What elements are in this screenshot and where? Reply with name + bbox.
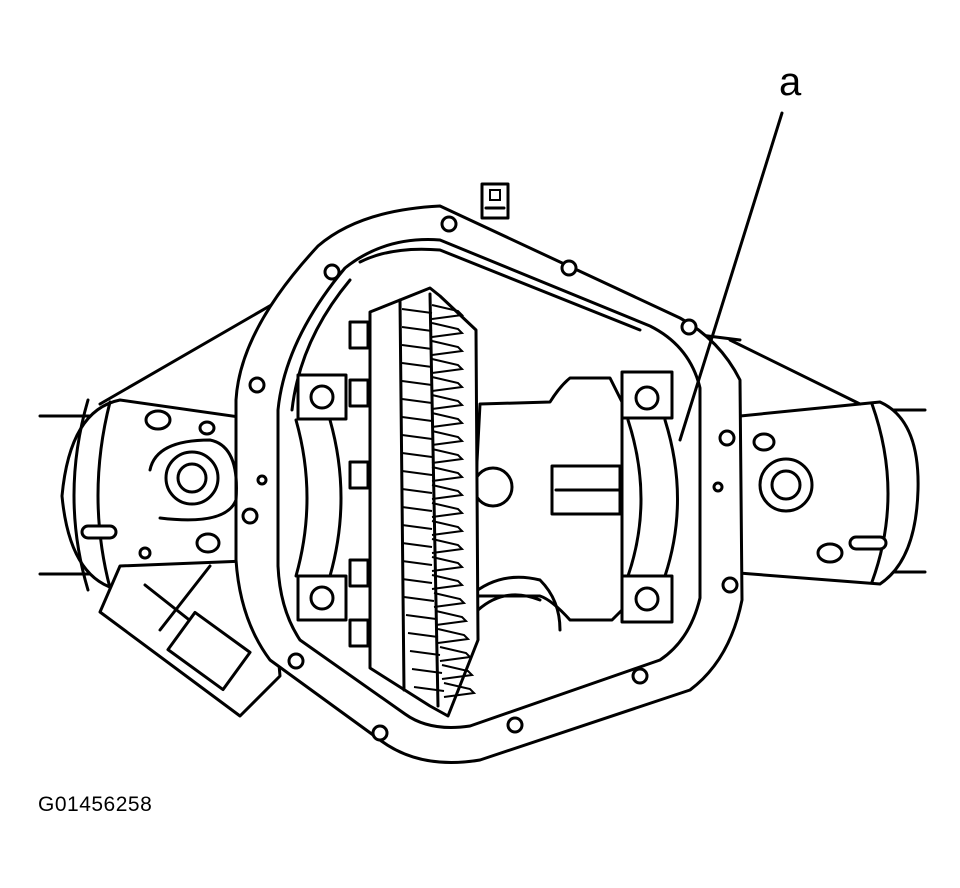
callout-leader-line xyxy=(678,111,784,442)
callout-label-a: a xyxy=(779,60,802,104)
differential-carrier xyxy=(468,376,624,632)
right-tube-details xyxy=(712,432,888,564)
left-tube-details xyxy=(80,409,268,560)
right-bearing-cap xyxy=(620,370,679,624)
ring-gear xyxy=(348,286,480,718)
cover-bolt-holes xyxy=(241,215,739,742)
breather-vent xyxy=(480,182,510,220)
pinion-snout xyxy=(98,558,282,718)
left-bearing-cap xyxy=(294,373,348,622)
right-housing-web xyxy=(728,338,862,406)
figure-id: G01456258 xyxy=(38,793,153,816)
